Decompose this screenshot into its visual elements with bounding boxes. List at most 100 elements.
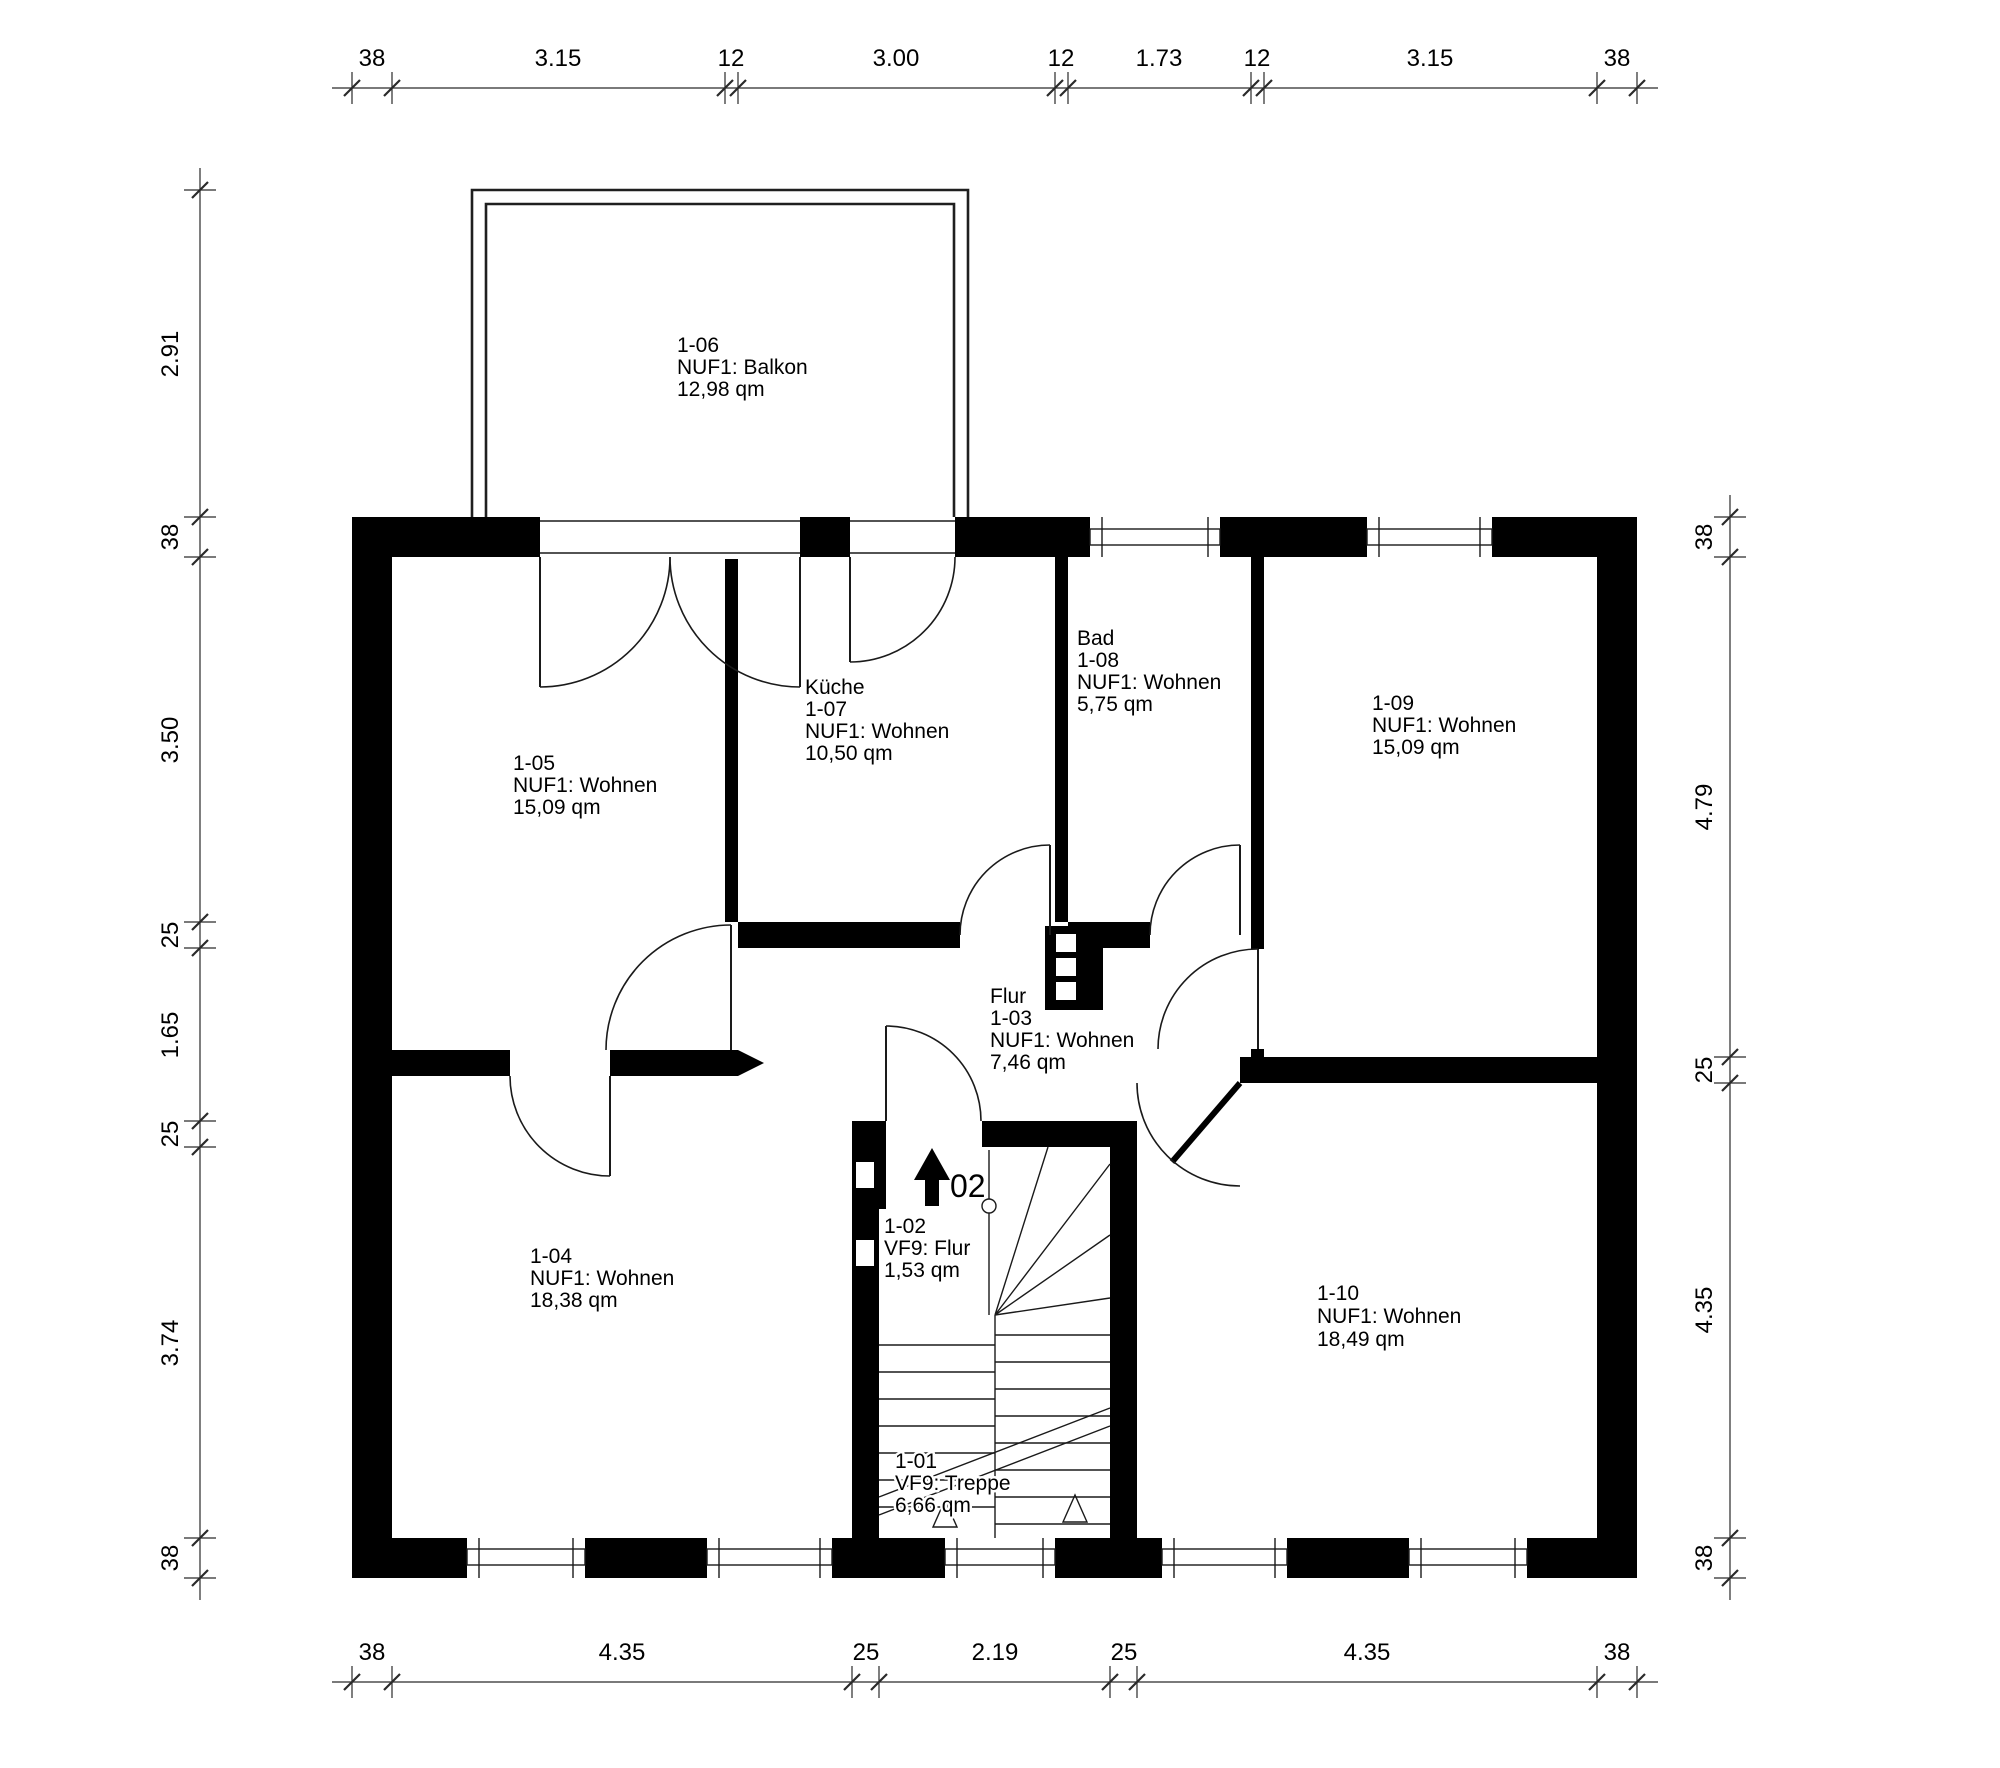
room-label-1-02: 1-02 VF9: Flur 1,53 qm [882,1213,973,1285]
wall-stub-west [392,1050,510,1076]
svg-text:NUF1: Balkon: NUF1: Balkon [677,356,808,379]
svg-text:NUF1: Wohnen: NUF1: Wohnen [1077,671,1221,694]
svg-text:NUF1: Wohnen: NUF1: Wohnen [1317,1305,1461,1328]
dim-bottom-1: 4.35 [599,1639,646,1666]
svg-text:1-03: 1-03 [990,1007,1032,1030]
svg-text:Flur: Flur [990,985,1026,1008]
svg-text:5,75 qm: 5,75 qm [1077,693,1153,716]
svg-text:1-10: 1-10 [1317,1282,1359,1305]
dim-bottom-4: 25 [1111,1639,1138,1666]
stair-direction-arrow [914,1148,950,1206]
svg-text:7,46 qm: 7,46 qm [990,1051,1066,1074]
wall-openings [467,515,1527,1580]
interior-walls [392,557,1597,1538]
door-1-05 [605,924,732,1051]
dim-left-1: 38 [157,524,184,551]
staircase: 02 [878,1146,1111,1538]
dim-top-6: 12 [1244,45,1271,72]
svg-text:1-07: 1-07 [805,698,847,721]
windows [466,517,1528,1578]
wall-stair-top [982,1121,1110,1147]
dimension-chain-bottom: 38 4.35 25 2.19 25 4.35 38 [332,1637,1658,1698]
dimension-chain-top: 38 3.15 12 3.00 12 1.73 12 3.15 38 [332,43,1658,104]
dim-left-2: 3.50 [157,717,184,764]
entry-door-1-02 [885,1025,982,1122]
room-label-1-09: 1-09 NUF1: Wohnen 15,09 qm [1370,690,1519,762]
stairwell-wall-right [1110,1121,1137,1538]
wall-kueche-bad [1055,557,1068,922]
svg-text:10,50 qm: 10,50 qm [805,742,893,765]
room-label-1-04: 1-04 NUF1: Wohnen 18,38 qm [528,1243,677,1315]
window-bottom-stair [944,1538,1056,1578]
room-label-1-10: 1-10 NUF1: Wohnen 18,49 qm [1315,1280,1464,1354]
room-label-flur: Flur 1-03 NUF1: Wohnen 7,46 qm [988,983,1137,1077]
dim-top-0: 38 [359,45,386,72]
dim-right-0: 38 [1691,524,1718,551]
wall-kueche-flur [738,922,960,948]
stair-break-lines [878,1407,1111,1516]
dim-bottom-0: 38 [359,1639,386,1666]
dim-left-6: 3.74 [157,1320,184,1367]
room-label-bad: Bad 1-08 NUF1: Wohnen 5,75 qm [1075,625,1224,719]
svg-text:1-08: 1-08 [1077,649,1119,672]
svg-text:NUF1: Wohnen: NUF1: Wohnen [513,774,657,797]
svg-text:Bad: Bad [1077,627,1114,650]
svg-text:1-05: 1-05 [513,752,555,775]
dim-right-1: 4.79 [1691,784,1718,831]
svg-text:Küche: Küche [805,676,865,699]
svg-text:18,49 qm: 18,49 qm [1317,1328,1405,1351]
stair-arrow-small-right [1061,1493,1089,1523]
dim-top-1: 3.15 [535,45,582,72]
room-label-balkon: 1-06 NUF1: Balkon 12,98 qm [675,332,811,404]
dim-left-0: 2.91 [157,331,184,378]
door-1-09 [1157,948,1259,1050]
door-kueche [959,844,1051,936]
dim-top-7: 3.15 [1407,45,1454,72]
window-top-1-09 [1366,517,1493,557]
svg-text:1-02: 1-02 [884,1215,926,1238]
window-bottom-1-10-a [1161,1538,1288,1578]
stair-level-label: 02 [950,1168,986,1204]
stair-arrow-small-left [931,1498,959,1528]
svg-text:18,38 qm: 18,38 qm [530,1289,618,1312]
svg-text:6,66 qm: 6,66 qm [895,1494,971,1517]
dim-left-3: 25 [157,922,184,949]
window-bottom-1-04-a [466,1538,586,1578]
dimension-chain-left: 2.91 38 3.50 25 1.65 25 3.74 38 [155,168,216,1600]
svg-text:1,53 qm: 1,53 qm [884,1259,960,1282]
dim-right-2: 25 [1691,1057,1718,1084]
svg-text:1-01: 1-01 [895,1450,937,1473]
svg-text:NUF1: Wohnen: NUF1: Wohnen [530,1267,674,1290]
balcony-double-door [539,556,801,688]
door-1-10 [1136,1081,1243,1187]
svg-text:1-09: 1-09 [1372,692,1414,715]
wall-bad-1-09 [1251,557,1264,949]
dim-bottom-6: 38 [1604,1639,1631,1666]
wall-1-09-1-10 [1240,1057,1597,1083]
dim-top-5: 1.73 [1136,45,1183,72]
svg-text:NUF1: Wohnen: NUF1: Wohnen [1372,714,1516,737]
dim-top-8: 38 [1604,45,1631,72]
wall-stub-center [610,1050,738,1076]
dim-right-3: 4.35 [1691,1287,1718,1334]
svg-text:1-06: 1-06 [677,334,719,357]
room-label-kueche: Küche 1-07 NUF1: Wohnen 10,50 qm [803,674,952,768]
balcony-parapet [470,188,970,517]
dim-left-4: 1.65 [157,1012,184,1059]
wall-1-05-kueche [725,557,738,922]
window-bottom-1-04-b [706,1538,833,1578]
dim-bottom-3: 2.19 [972,1639,1019,1666]
room-labels: 1-06 NUF1: Balkon 12,98 qm 1-05 NUF1: Wo… [511,332,1519,1520]
svg-text:VF9: Flur: VF9: Flur [884,1237,970,1260]
svg-text:1-04: 1-04 [530,1245,572,1268]
svg-text:15,09 qm: 15,09 qm [1372,736,1460,759]
dim-right-4: 38 [1691,1545,1718,1572]
dim-left-7: 38 [157,1545,184,1572]
svg-text:NUF1: Wohnen: NUF1: Wohnen [990,1029,1134,1052]
dim-bottom-2: 25 [853,1639,880,1666]
svg-text:VF9: Treppe: VF9: Treppe [895,1472,1011,1495]
dim-left-5: 25 [157,1121,184,1148]
svg-text:NUF1: Wohnen: NUF1: Wohnen [805,720,949,743]
